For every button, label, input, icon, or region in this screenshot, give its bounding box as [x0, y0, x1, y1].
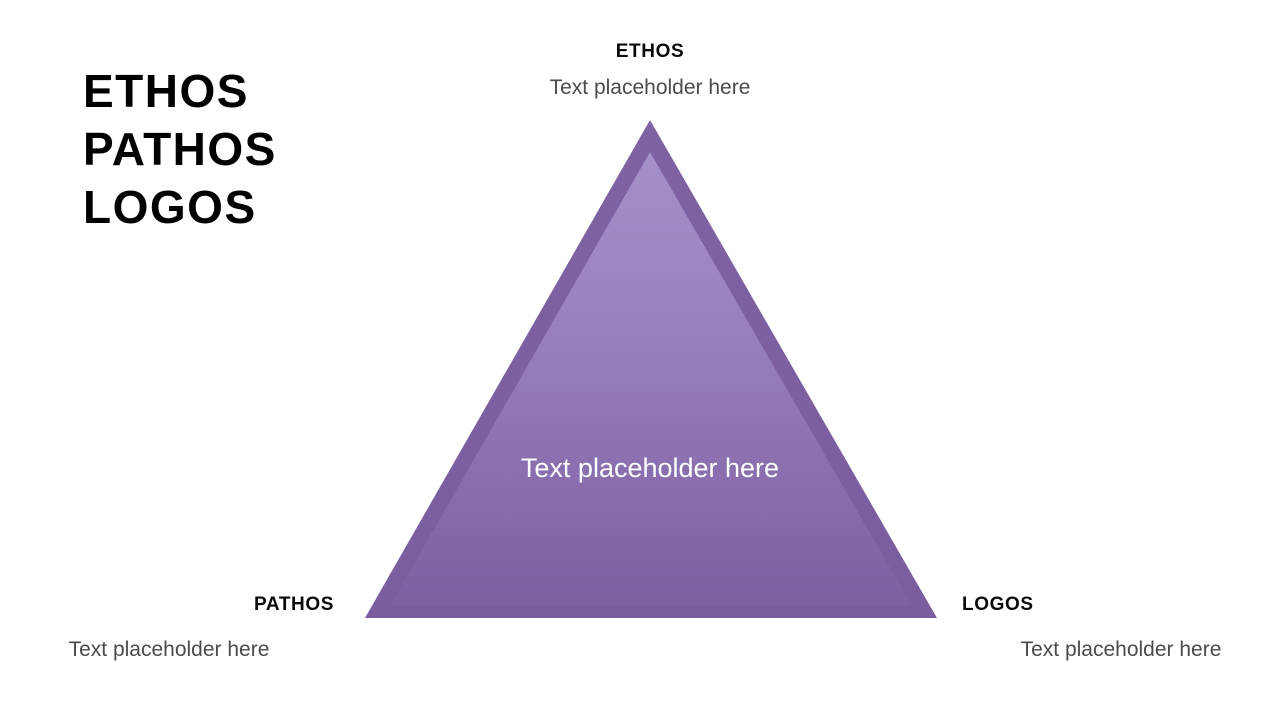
- slide-title: ETHOS PATHOS LOGOS: [83, 62, 413, 236]
- triangle-inner-shape: [390, 152, 912, 606]
- vertex-pathos-title: PATHOS: [254, 594, 334, 615]
- vertex-ethos-text: Text placeholder here: [549, 76, 751, 99]
- slide-title-line-3: LOGOS: [83, 181, 257, 233]
- vertex-logos-title: LOGOS: [962, 594, 1034, 615]
- vertex-logos[interactable]: LOGOS Text placeholder here: [962, 594, 1280, 662]
- vertex-ethos[interactable]: ETHOS Text placeholder here: [430, 41, 870, 100]
- triangle-center-text: Text placeholder here: [520, 453, 780, 483]
- vertex-ethos-title: ETHOS: [615, 41, 685, 62]
- vertex-pathos-text: Text placeholder here: [68, 638, 270, 661]
- slide-title-line-2: PATHOS: [83, 123, 277, 175]
- slide-title-line-1: ETHOS: [83, 65, 249, 117]
- triangle-outer-shape: [365, 120, 937, 618]
- vertex-logos-text: Text placeholder here: [1020, 638, 1222, 661]
- vertex-pathos[interactable]: PATHOS Text placeholder here: [0, 594, 338, 662]
